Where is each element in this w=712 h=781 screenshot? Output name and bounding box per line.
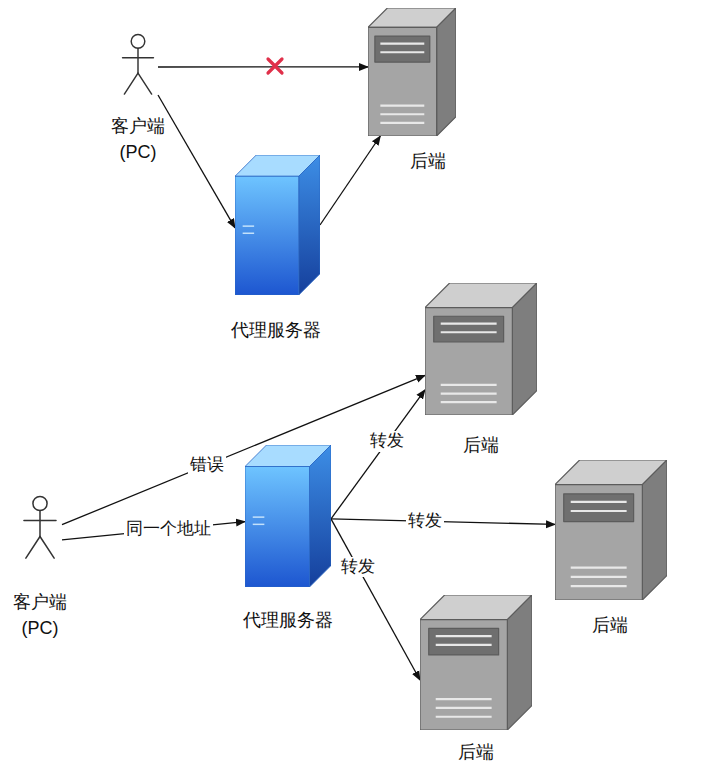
edge-label: 错误: [188, 455, 226, 475]
node-label: 代理服务器: [228, 607, 348, 633]
connector-arrow: [320, 136, 380, 225]
node-label: 后端: [436, 739, 516, 765]
connector-arrow: [62, 375, 425, 524]
backend-server: 后端: [368, 8, 456, 136]
node-label: 代理服务器: [216, 317, 336, 343]
node-label: 客户端 (PC): [8, 589, 72, 641]
client-actor: 客户端 (PC): [18, 495, 62, 561]
node-label: 后端: [388, 148, 468, 174]
edge-label: 转发: [339, 557, 377, 577]
connector-arrow: [158, 95, 235, 228]
client-actor: 客户端 (PC): [118, 25, 158, 105]
server-icon: [425, 283, 537, 415]
server-icon: [555, 460, 667, 600]
edge-label: 转发: [368, 431, 406, 451]
backend-server: 后端: [420, 595, 532, 730]
node-label: 后端: [570, 612, 650, 638]
proxy-server: 代理服务器: [245, 445, 331, 587]
proxy-icon: [245, 445, 331, 587]
connector-arrow: [158, 66, 368, 67]
server-icon: [368, 8, 456, 136]
edge-label: 同一个地址: [124, 519, 213, 539]
server-icon: [420, 595, 532, 730]
person-icon: [18, 495, 62, 561]
proxy-icon: [235, 155, 320, 295]
proxy-server: 代理服务器: [235, 155, 320, 295]
blocked-cross: [268, 59, 282, 73]
backend-server: 后端: [555, 460, 667, 600]
connector-arrow: [331, 519, 420, 680]
backend-server: 后端: [425, 283, 537, 415]
connector-arrow: [331, 390, 425, 519]
node-label: 客户端 (PC): [106, 113, 170, 165]
person-icon: [118, 25, 158, 105]
node-label: 后端: [441, 432, 521, 458]
edge-label: 转发: [406, 511, 444, 531]
